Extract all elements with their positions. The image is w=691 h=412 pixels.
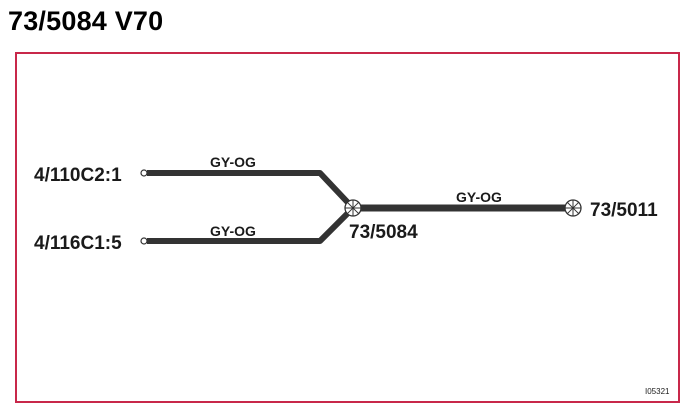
wire-a-path: [147, 170, 356, 211]
figure-ref: I05321: [645, 387, 670, 396]
wire-label-b: GY-OG: [210, 223, 256, 239]
wire-label-main: GY-OG: [456, 189, 502, 205]
endpoint-label: 73/5011: [590, 200, 658, 221]
junction-icon: [344, 199, 362, 217]
pin-b-end-icon: [140, 237, 148, 245]
wire-b-path: [147, 205, 356, 244]
wire-label-a: GY-OG: [210, 154, 256, 170]
junction-label: 73/5084: [349, 222, 418, 243]
endpoint-icon: [564, 199, 582, 217]
connector-label-a: 4/110C2:1: [34, 165, 122, 186]
connector-label-b: 4/116C1:5: [34, 233, 122, 254]
diagram-frame: [15, 52, 680, 403]
page-title: 73/5084 V70: [8, 6, 164, 36]
pin-a-end-icon: [140, 169, 148, 177]
